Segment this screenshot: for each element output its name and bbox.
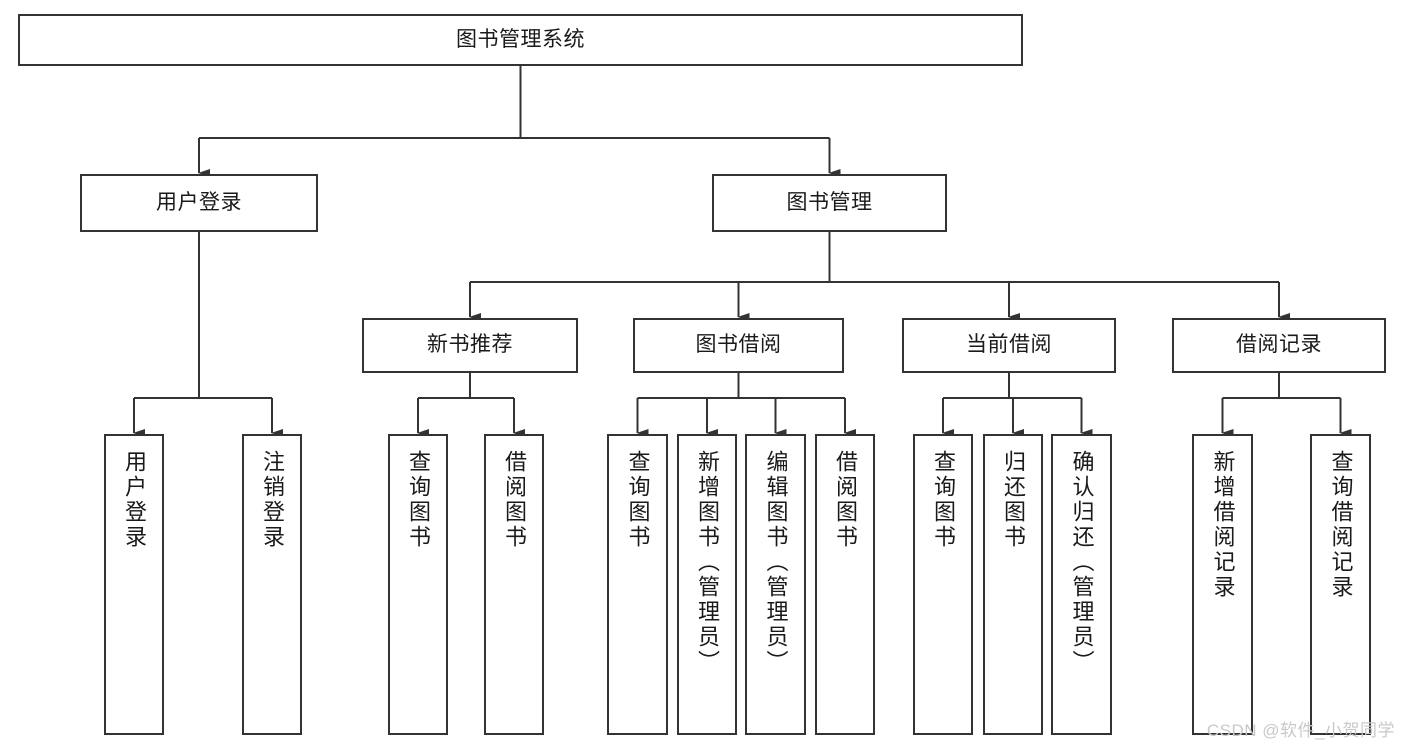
node-borrow-record[interactable]: 借阅记录 bbox=[1172, 318, 1386, 373]
node-leaf-query-book-1[interactable]: 查询图书 bbox=[388, 434, 448, 735]
node-label-user-login: 用户登录 bbox=[156, 190, 242, 214]
csdn-watermark: CSDN @软件_小贺同学 bbox=[1206, 721, 1395, 740]
node-label-leaf-query-book-1: 查询图书 bbox=[406, 450, 431, 550]
node-label-leaf-add-record: 新增借阅记录 bbox=[1210, 450, 1236, 600]
node-label-root: 图书管理系统 bbox=[456, 27, 585, 51]
node-label-leaf-return-book: 归还图书 bbox=[1001, 450, 1026, 550]
node-current-borrow[interactable]: 当前借阅 bbox=[902, 318, 1116, 373]
node-leaf-query-book-2[interactable]: 查询图书 bbox=[607, 434, 668, 735]
node-leaf-add-book[interactable]: 新增图书（管理员） bbox=[677, 434, 737, 735]
node-label-leaf-add-book: 新增图书（管理员） bbox=[695, 450, 720, 675]
node-label-book-borrow: 图书借阅 bbox=[695, 333, 782, 357]
node-label-book-manage: 图书管理 bbox=[786, 190, 873, 214]
node-label-leaf-query-book-3: 查询图书 bbox=[931, 450, 956, 550]
node-label-leaf-edit-book: 编辑图书（管理员） bbox=[763, 450, 789, 675]
node-book-manage[interactable]: 图书管理 bbox=[712, 174, 947, 232]
node-label-leaf-query-book-2: 查询图书 bbox=[625, 450, 651, 550]
node-leaf-add-record[interactable]: 新增借阅记录 bbox=[1192, 434, 1253, 735]
node-leaf-confirm-return[interactable]: 确认归还（管理员） bbox=[1051, 434, 1112, 735]
node-leaf-borrow-book-1[interactable]: 借阅图书 bbox=[484, 434, 544, 735]
node-label-leaf-user-login: 用户登录 bbox=[122, 450, 147, 550]
node-leaf-borrow-book-2[interactable]: 借阅图书 bbox=[815, 434, 875, 735]
node-label-leaf-query-record: 查询借阅记录 bbox=[1328, 450, 1354, 600]
node-label-borrow-record: 借阅记录 bbox=[1236, 333, 1322, 357]
node-label-leaf-borrow-book-1: 借阅图书 bbox=[502, 450, 527, 550]
node-label-leaf-confirm-return: 确认归还（管理员） bbox=[1069, 450, 1095, 675]
node-new-book-rec[interactable]: 新书推荐 bbox=[362, 318, 578, 373]
node-leaf-logout[interactable]: 注销登录 bbox=[242, 434, 302, 735]
node-label-leaf-borrow-book-2: 借阅图书 bbox=[833, 450, 858, 550]
node-user-login[interactable]: 用户登录 bbox=[80, 174, 318, 232]
node-root[interactable]: 图书管理系统 bbox=[18, 14, 1023, 66]
node-leaf-return-book[interactable]: 归还图书 bbox=[983, 434, 1043, 735]
node-label-current-borrow: 当前借阅 bbox=[966, 333, 1052, 357]
node-leaf-query-record[interactable]: 查询借阅记录 bbox=[1310, 434, 1371, 735]
node-leaf-user-login[interactable]: 用户登录 bbox=[104, 434, 164, 735]
node-leaf-edit-book[interactable]: 编辑图书（管理员） bbox=[745, 434, 806, 735]
node-leaf-query-book-3[interactable]: 查询图书 bbox=[913, 434, 973, 735]
node-label-leaf-logout: 注销登录 bbox=[260, 450, 285, 550]
node-book-borrow[interactable]: 图书借阅 bbox=[633, 318, 844, 373]
node-label-new-book-rec: 新书推荐 bbox=[427, 333, 513, 357]
